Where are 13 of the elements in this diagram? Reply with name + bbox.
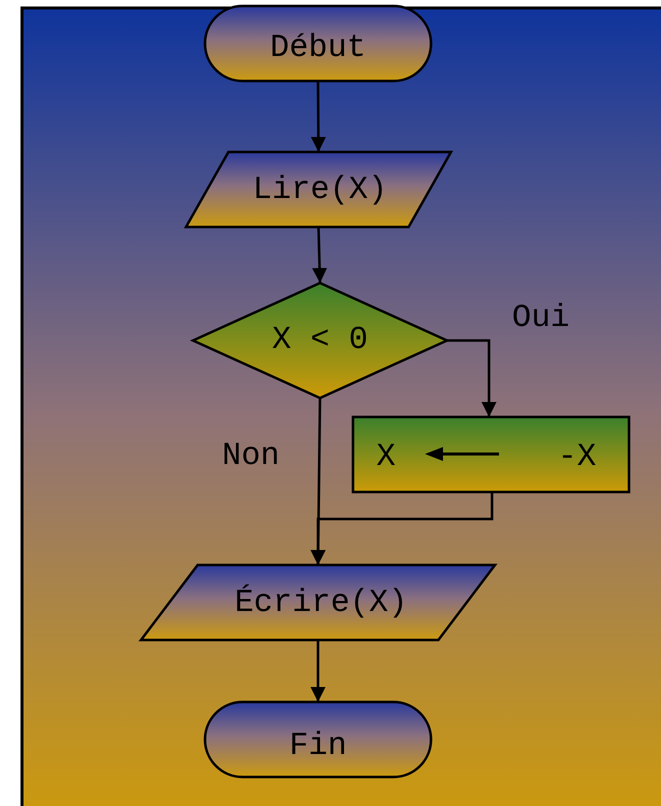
node-text: X < 0 [272,324,368,356]
node-text: Début [270,32,366,64]
arrow [310,81,326,152]
node-text: X [376,441,396,473]
arrow [310,640,326,702]
node-text: -X [558,441,596,473]
edge-label: Non [222,440,280,472]
arrow [312,226,328,284]
arrow [310,492,494,565]
node-text: Fin [289,730,347,762]
arrow [447,339,496,417]
node-text: Lire(X) [252,174,388,206]
edge-label: Oui [512,302,570,334]
